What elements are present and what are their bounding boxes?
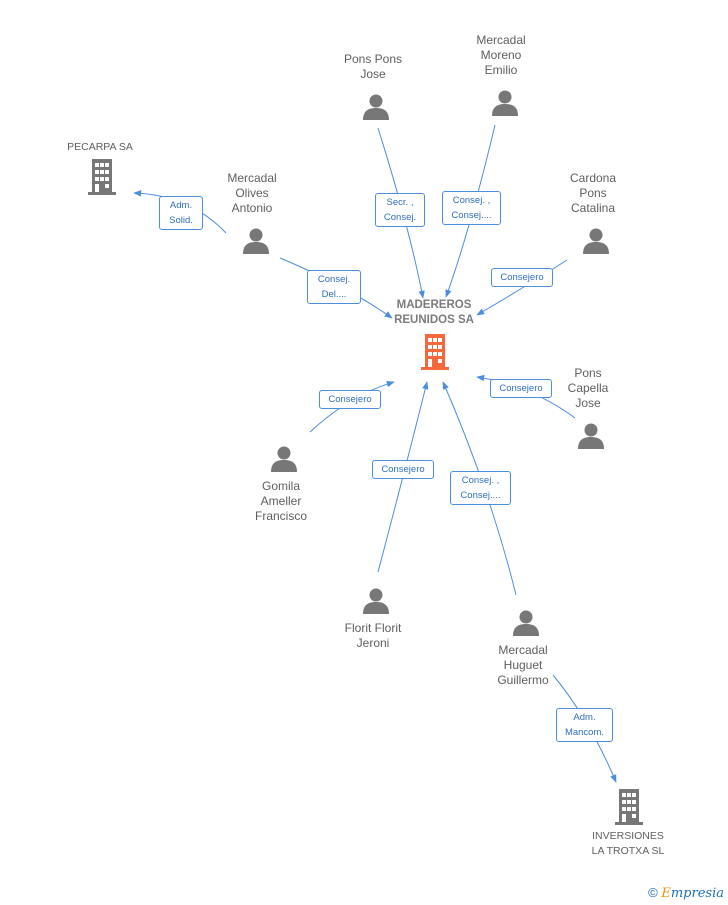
edge-label-pons-capella-jose[interactable]: Consejero <box>490 379 552 398</box>
person-icon[interactable] <box>363 588 389 615</box>
person-label-pons-capella-jose[interactable]: Pons Capella Jose <box>567 366 609 410</box>
person-label-mercadal-huguet-guillermo[interactable]: Mercadal Huguet Guillermo <box>497 643 549 687</box>
copyright-symbol: © <box>648 885 658 900</box>
edge-label-mercadal-moreno-emilio[interactable]: Consej. , Consej.... <box>442 191 501 225</box>
edge-cardona-pons-catalina <box>476 259 568 316</box>
person-icon[interactable] <box>583 228 609 255</box>
person-label-cardona-pons-catalina[interactable]: Cardona Pons Catalina <box>569 171 617 215</box>
trotxa-building-icon[interactable] <box>615 789 643 825</box>
edge-label-cardona-pons-catalina[interactable]: Consejero <box>491 268 553 287</box>
edge-label-pons-pons-jose[interactable]: Secr. , Consej. <box>375 193 425 227</box>
company-label-inversiones-la-trotxa[interactable]: INVERSIONES LA TROTXA SL <box>591 830 665 857</box>
center-company-building-icon[interactable] <box>421 334 449 370</box>
empresia-logo: Empresia <box>661 886 724 901</box>
pecarpa-building-icon[interactable] <box>88 159 116 195</box>
person-icon[interactable] <box>578 423 604 450</box>
person-label-florit-florit-jeroni[interactable]: Florit Florit Jeroni <box>344 621 402 650</box>
person-icon[interactable] <box>363 94 389 121</box>
person-label-mercadal-moreno-emilio[interactable]: Mercadal Moreno Emilio <box>476 33 526 77</box>
edge-label-mercadal-huguet-guillermo[interactable]: Consej. , Consej.... <box>450 471 511 505</box>
person-label-gomila-ameller-francisco[interactable]: Gomila Ameller Francisco <box>254 479 308 523</box>
footer-brand[interactable]: © Empresia <box>648 885 724 901</box>
person-label-pons-pons-jose[interactable]: Pons Pons Jose <box>343 52 403 81</box>
edge-label-mercadal-olives-antonio-pecarpa[interactable]: Adm. Solid. <box>159 196 203 230</box>
person-icon[interactable] <box>513 610 539 637</box>
logo-text: mpresia <box>670 886 724 901</box>
person-icon[interactable] <box>271 446 297 473</box>
edge-label-gomila-ameller-francisco[interactable]: Consejero <box>319 390 381 409</box>
logo-letter-e: E <box>661 886 671 901</box>
center-company-label[interactable]: MADEREROS REUNIDOS SA <box>394 299 474 326</box>
edge-label-florit-florit-jeroni[interactable]: Consejero <box>372 460 434 479</box>
person-label-mercadal-olives-antonio[interactable]: Mercadal Olives Antonio <box>227 171 277 215</box>
person-icon[interactable] <box>243 228 269 255</box>
edge-label-mercadal-olives-antonio[interactable]: Consej. Del.... <box>307 270 361 304</box>
person-icon[interactable] <box>492 90 518 117</box>
edge-label-mercadal-huguet-guillermo-trotxa[interactable]: Adm. Mancom. <box>556 708 613 742</box>
company-label-pecarpa[interactable]: PECARPA SA <box>67 141 133 153</box>
